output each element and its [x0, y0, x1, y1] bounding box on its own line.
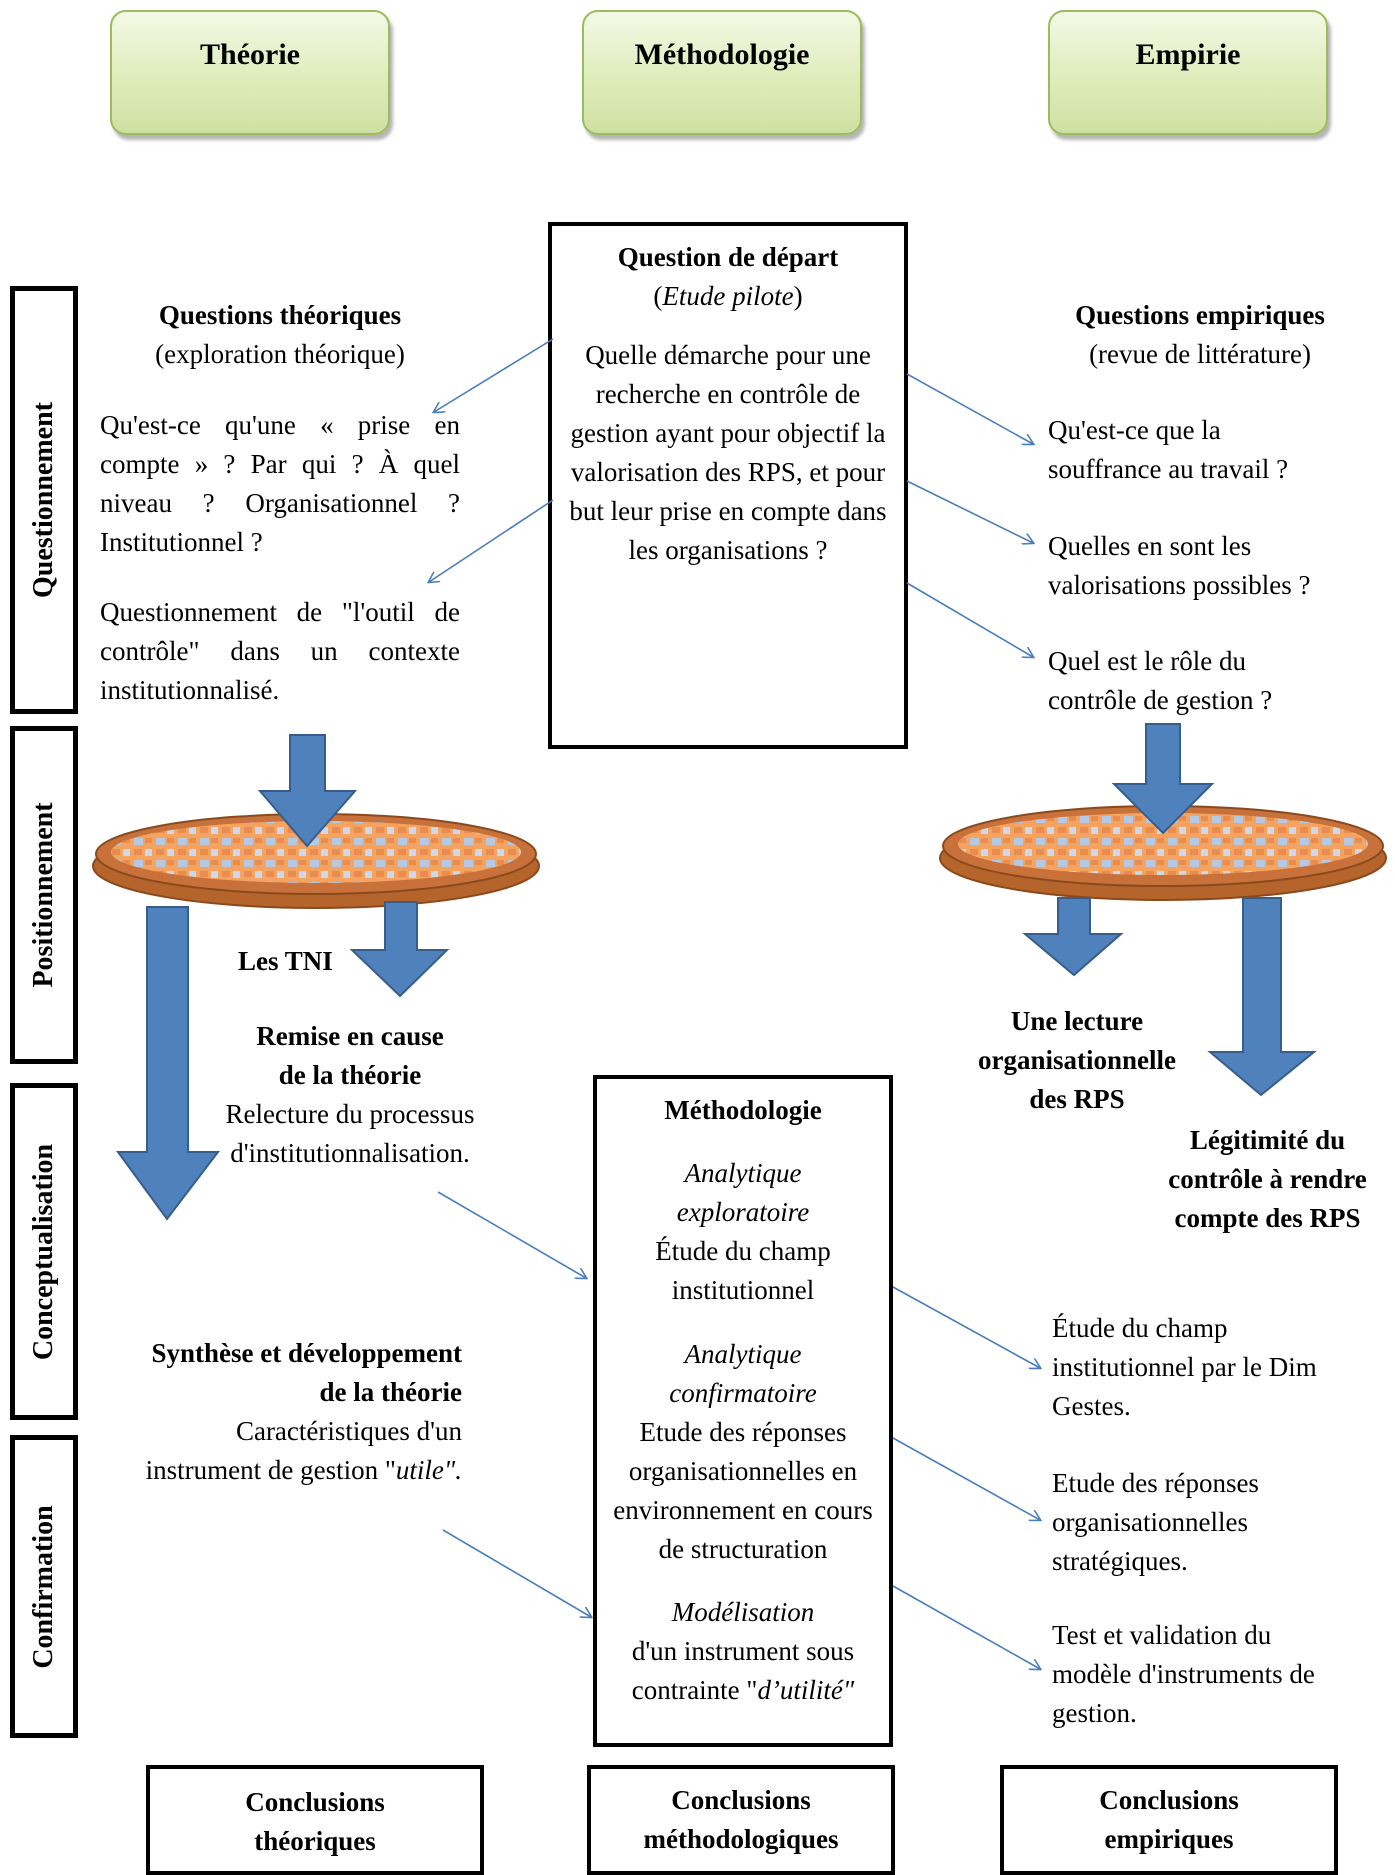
questions-empiriques-heading: Questions empiriques (revue de littératu…: [1040, 296, 1360, 374]
remise-line2: de la théorie: [278, 1060, 422, 1090]
thin-arrow-1: [434, 338, 554, 412]
lecture-line2: organisationnelle: [977, 1045, 1176, 1075]
question-depart-text: Quelle démarche pour une recherche en co…: [569, 340, 887, 565]
analytique-exploratoire: Analytique exploratoire Étude du champ i…: [655, 1158, 831, 1305]
thin-arrow-5: [906, 582, 1033, 657]
question-depart-box: Question de départ (Etude pilote) Quelle…: [548, 222, 908, 749]
phase-positionnement: Positionnement: [10, 726, 78, 1064]
synthese-theorie: Synthèse et développement de la théorie …: [100, 1334, 462, 1490]
phase-conceptualisation: Conceptualisation: [10, 1083, 78, 1420]
conclusions-theoriques-line2: théoriques: [254, 1826, 376, 1856]
legitimite-line2: contrôle à rendre: [1168, 1164, 1367, 1194]
phase-questionnement: Questionnement: [10, 286, 78, 714]
synthese-text1: Caractéristiques d'un: [235, 1416, 462, 1446]
synthese-line2: de la théorie: [319, 1377, 462, 1407]
question-depart-title: Question de départ: [617, 242, 839, 272]
question-theorique-1: Qu'est-ce qu'une « prise en compte » ? P…: [100, 410, 460, 557]
conclusions-methodologiques-line2: méthodologiques: [643, 1824, 839, 1854]
arrow-left-long: [116, 906, 221, 1221]
conclusions-methodologiques-box: Conclusions méthodologiques: [587, 1765, 895, 1875]
methodologie-box: Méthodologie Analytique exploratoire Étu…: [593, 1075, 893, 1747]
question-depart-subtitle: (Etude pilote): [653, 281, 803, 311]
empirie-result-1: Étude du champ institutionnel par le Dim…: [1052, 1313, 1317, 1421]
lecture-line3: des RPS: [1029, 1084, 1125, 1114]
modelisation: Modélisation d'un instrument sous contra…: [631, 1597, 855, 1705]
conclusions-theoriques-box: Conclusions théoriques: [146, 1765, 484, 1875]
methodologie-box-title: Méthodologie: [664, 1095, 822, 1125]
header-empirie: Empirie: [1048, 10, 1328, 135]
questions-empiriques-subtitle: (revue de littérature): [1089, 339, 1311, 369]
question-empirique-2: Quelles en sont les valorisations possib…: [1048, 531, 1311, 600]
legitimite-line1: Légitimité du: [1189, 1125, 1346, 1155]
analytique-confirmatoire: Analytique confirmatoire Etude des répon…: [613, 1339, 873, 1564]
conclusions-theoriques-line1: Conclusions: [245, 1787, 385, 1817]
remise-en-cause: Remise en cause de la théorie Relecture …: [210, 1017, 490, 1173]
empirie-result-3: Test et validation du modèle d'instrumen…: [1052, 1620, 1315, 1728]
thin-arrow-3: [906, 373, 1033, 444]
remise-text: Relecture du processus d'institutionnali…: [225, 1099, 475, 1168]
legitimite-controle: Légitimité du contrôle à rendre compte d…: [1150, 1121, 1385, 1238]
phase-confirmation: Confirmation: [10, 1435, 78, 1738]
thin-arrow-7: [442, 1529, 591, 1617]
arrow-tni: [349, 901, 450, 998]
empirie-result-2: Etude des réponses organisationnelles st…: [1052, 1468, 1259, 1576]
thin-arrow-2: [429, 499, 554, 582]
remise-line1: Remise en cause: [256, 1021, 444, 1051]
legitimite-line3: compte des RPS: [1174, 1203, 1361, 1233]
thin-arrow-9: [892, 1437, 1040, 1520]
header-theorie: Théorie: [110, 10, 390, 135]
questions-theoriques-heading: Questions théoriques (exploration théori…: [120, 296, 440, 374]
questions-empiriques-title: Questions empiriques: [1075, 300, 1325, 330]
tni-label: Les TNI: [238, 946, 333, 976]
conclusions-empiriques-line1: Conclusions: [1099, 1785, 1239, 1815]
question-theorique-2: Questionnement de "l'outil de contrôle" …: [100, 597, 460, 705]
arrow-legitimite: [1207, 897, 1317, 1097]
arrow-into-left-sieve: [257, 734, 358, 848]
conclusions-empiriques-line2: empiriques: [1104, 1824, 1234, 1854]
questions-theoriques-title: Questions théoriques: [158, 300, 402, 330]
synthese-line1: Synthèse et développement: [151, 1338, 462, 1368]
arrow-lecture: [1022, 897, 1124, 977]
thin-arrow-4: [906, 480, 1033, 543]
lecture-line1: Une lecture: [1010, 1006, 1144, 1036]
questions-theoriques-subtitle: (exploration théorique): [155, 339, 405, 369]
thin-arrow-8: [892, 1286, 1040, 1368]
conclusions-methodologiques-line1: Conclusions: [671, 1785, 811, 1815]
question-empirique-1: Qu'est-ce que la souffrance au travail ?: [1048, 415, 1289, 484]
question-empirique-3: Quel est le rôle du contrôle de gestion …: [1048, 646, 1273, 715]
thin-arrow-6: [437, 1191, 586, 1278]
sieve-left: [92, 813, 540, 909]
arrow-into-right-sieve: [1111, 723, 1215, 835]
conclusions-empiriques-box: Conclusions empiriques: [1000, 1765, 1338, 1875]
lecture-organisationnelle: Une lecture organisationnelle des RPS: [952, 1002, 1202, 1119]
thin-arrow-10: [892, 1585, 1040, 1669]
synthese-text2: instrument de gestion "utile".: [145, 1455, 462, 1485]
header-methodologie: Méthodologie: [582, 10, 862, 135]
